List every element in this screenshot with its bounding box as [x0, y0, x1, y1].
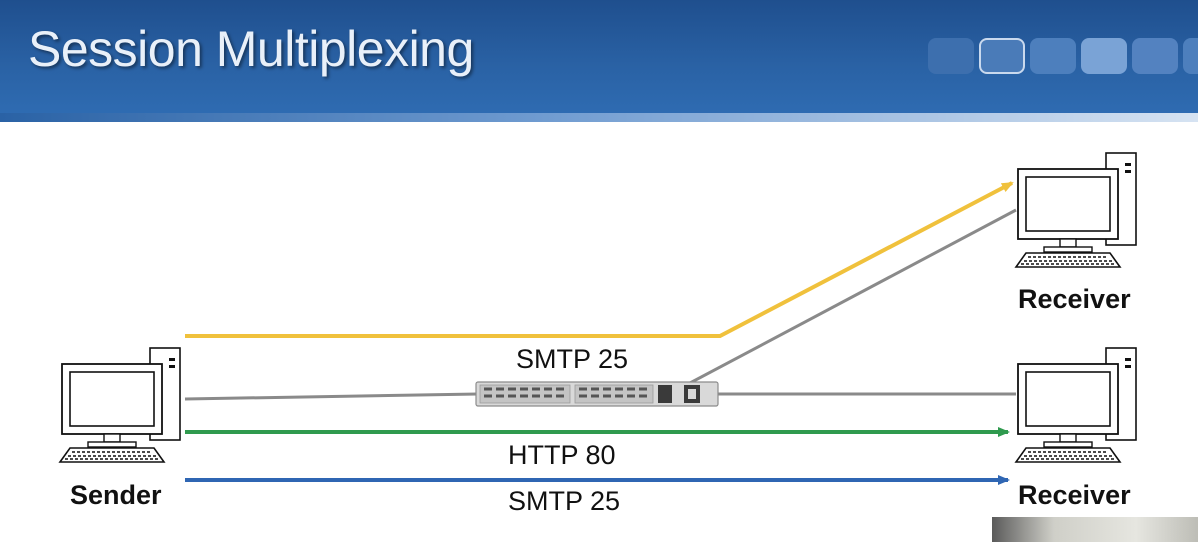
receiver-bottom-computer-icon — [1015, 347, 1137, 463]
gray-flow-top-link — [689, 208, 1017, 385]
video-thumbnail — [992, 517, 1198, 542]
deco-block — [1030, 38, 1076, 74]
sender-computer-icon — [59, 347, 181, 463]
sender-label: Sender — [70, 480, 162, 510]
yellow-flow-arrow — [185, 181, 1014, 338]
deco-block — [1132, 38, 1178, 74]
smtp-bottom-label: SMTP 25 — [508, 486, 621, 516]
smtp-middle-label: SMTP 25 — [516, 344, 629, 374]
gray-flow-sender-link — [184, 392, 479, 401]
http-label: HTTP 80 — [508, 440, 616, 470]
multiplexer-switch-icon — [475, 381, 719, 407]
deco-block — [928, 38, 974, 74]
receiver-bottom-label: Receiver — [1018, 480, 1131, 510]
receiver-top-label: Receiver — [1018, 284, 1131, 314]
slide-title: Session Multiplexing — [28, 21, 474, 77]
receiver-top-computer-icon — [1015, 152, 1137, 268]
header-strip — [0, 113, 1198, 122]
deco-block — [1081, 38, 1127, 74]
slide-header: Session Multiplexing — [0, 0, 1198, 122]
deco-block — [1183, 38, 1198, 74]
deco-block — [979, 38, 1025, 74]
